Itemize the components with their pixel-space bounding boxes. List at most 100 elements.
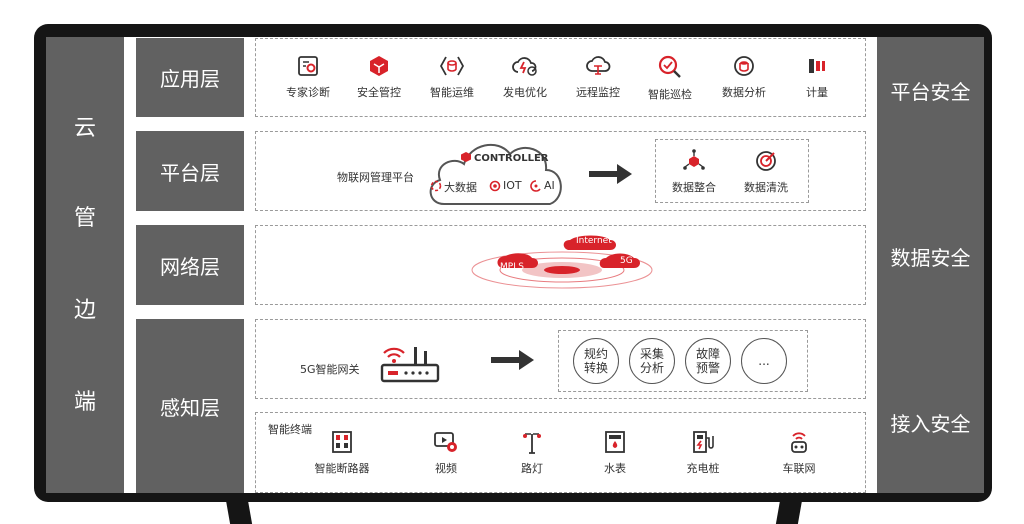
data-item-label: 数据整合 [672, 181, 716, 194]
app-item-label: 智能运维 [430, 86, 474, 99]
cloud-item-ai: AI [544, 179, 555, 192]
router-gateway-icon [380, 347, 440, 383]
data-cleaning-item[interactable]: 数据清洗 [728, 149, 804, 195]
layer-platform: 平台层 [136, 131, 244, 211]
terminal-label: 车联网 [782, 462, 816, 475]
controller-cloud-shape [429, 144, 562, 205]
app-item-label: 发电优化 [503, 86, 547, 99]
left-title-char-2: 管 [73, 206, 96, 231]
platform-box [255, 131, 866, 211]
expert-diagnosis-icon [298, 56, 318, 76]
circuit-breaker-icon [332, 431, 352, 453]
security-column [877, 37, 984, 493]
function-line2: 预警 [695, 361, 720, 375]
left-title-char-4: 端 [73, 390, 96, 415]
app-item-label: 远程监控 [576, 86, 620, 99]
remote-monitor-icon [586, 56, 611, 75]
terminal-box [255, 412, 866, 493]
app-item-security-control[interactable]: 安全管控 [341, 54, 417, 100]
app-item-metering[interactable]: 计量 [779, 54, 855, 100]
app-item-label: 安全管控 [357, 86, 401, 99]
terminal-label: 水表 [604, 462, 626, 475]
layer-perception-label: 感知层 [160, 395, 220, 420]
function-line1: 采集 [639, 347, 664, 361]
terminal-label: 路灯 [521, 462, 543, 475]
charging-pile-icon [693, 431, 714, 453]
layer-perception: 感知层 [136, 319, 244, 493]
controller-title: CONTROLLER [474, 153, 549, 164]
data-security-label: 数据安全 [890, 246, 971, 270]
layer-application: 应用层 [136, 38, 244, 117]
function-protocol-conversion[interactable]: 规约转换 [573, 338, 619, 384]
cloud-item-big-data: 大数据 [444, 181, 477, 194]
app-item-data-analysis[interactable]: 数据分析 [706, 54, 782, 100]
power-optimization-icon [512, 57, 537, 76]
network-box [255, 225, 866, 305]
function-more-label: ... [758, 354, 770, 368]
cloud-pipe-edge-end-column [46, 37, 124, 493]
terminal-label: 智能断路器 [314, 462, 370, 475]
data-integration-icon [683, 149, 705, 170]
terminal-charging-pile[interactable]: 充电桩 [665, 430, 741, 476]
ai-icon [530, 180, 541, 192]
data-processing-box [655, 139, 809, 203]
terminal-water-meter[interactable]: 水表 [577, 430, 653, 476]
data-cleaning-icon [756, 151, 776, 171]
app-item-label: 计量 [806, 86, 828, 99]
smart-inspection-icon [658, 55, 681, 78]
network-tag-5g: 5G [620, 256, 633, 266]
terminal-vehicle-network[interactable]: 车联网 [761, 430, 837, 476]
iot-icon [489, 180, 501, 192]
platform-arrow-icon [589, 164, 632, 184]
layer-network: 网络层 [136, 225, 244, 305]
monitor-leg-right [775, 500, 803, 524]
network-tag-internet: Internet [576, 236, 612, 246]
vehicle-network-icon [791, 432, 807, 453]
monitor-leg-left [225, 500, 253, 524]
gateway-label: 5G智能网关 [300, 363, 360, 376]
layer-network-label: 网络层 [160, 254, 220, 279]
function-line1: 规约 [583, 347, 608, 361]
function-fault-warning[interactable]: 故障预警 [685, 338, 731, 384]
function-line1: 故障 [695, 347, 720, 361]
terminal-video[interactable]: 视频 [408, 430, 484, 476]
app-item-power-optimization[interactable]: 发电优化 [487, 54, 563, 100]
layer-application-label: 应用层 [160, 67, 220, 91]
network-topology-graphic [471, 235, 653, 289]
terminal-label: 视频 [435, 462, 457, 475]
application-box [255, 38, 866, 117]
controller-icon [461, 152, 471, 162]
video-camera-icon [434, 432, 457, 452]
water-meter-icon [605, 431, 625, 453]
security-control-icon [370, 56, 388, 76]
gateway-function-box [558, 330, 808, 392]
network-tag-mpls: MPLS [500, 262, 524, 272]
metering-icon [809, 59, 825, 73]
function-more[interactable]: ... [741, 338, 787, 384]
left-title-char-3: 边 [73, 298, 96, 323]
data-item-label: 数据清洗 [744, 181, 788, 194]
data-analysis-icon [734, 56, 754, 76]
app-item-expert-diagnosis[interactable]: 专家诊断 [270, 54, 346, 100]
app-item-smart-inspection[interactable]: 智能巡检 [632, 54, 708, 102]
access-security-label: 接入安全 [890, 412, 971, 436]
platform-security-label: 平台安全 [890, 80, 971, 104]
gateway-arrow-icon [491, 350, 534, 370]
app-item-label: 智能巡检 [648, 88, 692, 101]
cloud-item-iot: IOT [503, 179, 522, 192]
gateway-box [255, 319, 866, 399]
data-integration-item[interactable]: 数据整合 [656, 149, 732, 195]
terminal-label: 充电桩 [686, 462, 720, 475]
iot-platform-label: 物联网管理平台 [337, 171, 414, 184]
big-data-icon [430, 180, 442, 192]
function-line2: 分析 [639, 361, 664, 375]
app-item-label: 数据分析 [722, 86, 766, 99]
layer-platform-label: 平台层 [160, 160, 220, 185]
function-collect-analyze[interactable]: 采集分析 [629, 338, 675, 384]
terminal-street-light[interactable]: 路灯 [494, 430, 570, 476]
app-item-smart-ops[interactable]: 智能运维 [414, 54, 490, 100]
function-line2: 转换 [583, 361, 608, 375]
smart-ops-icon [440, 56, 464, 76]
app-item-remote-monitor[interactable]: 远程监控 [560, 54, 636, 100]
terminal-circuit-breaker[interactable]: 智能断路器 [304, 430, 380, 476]
